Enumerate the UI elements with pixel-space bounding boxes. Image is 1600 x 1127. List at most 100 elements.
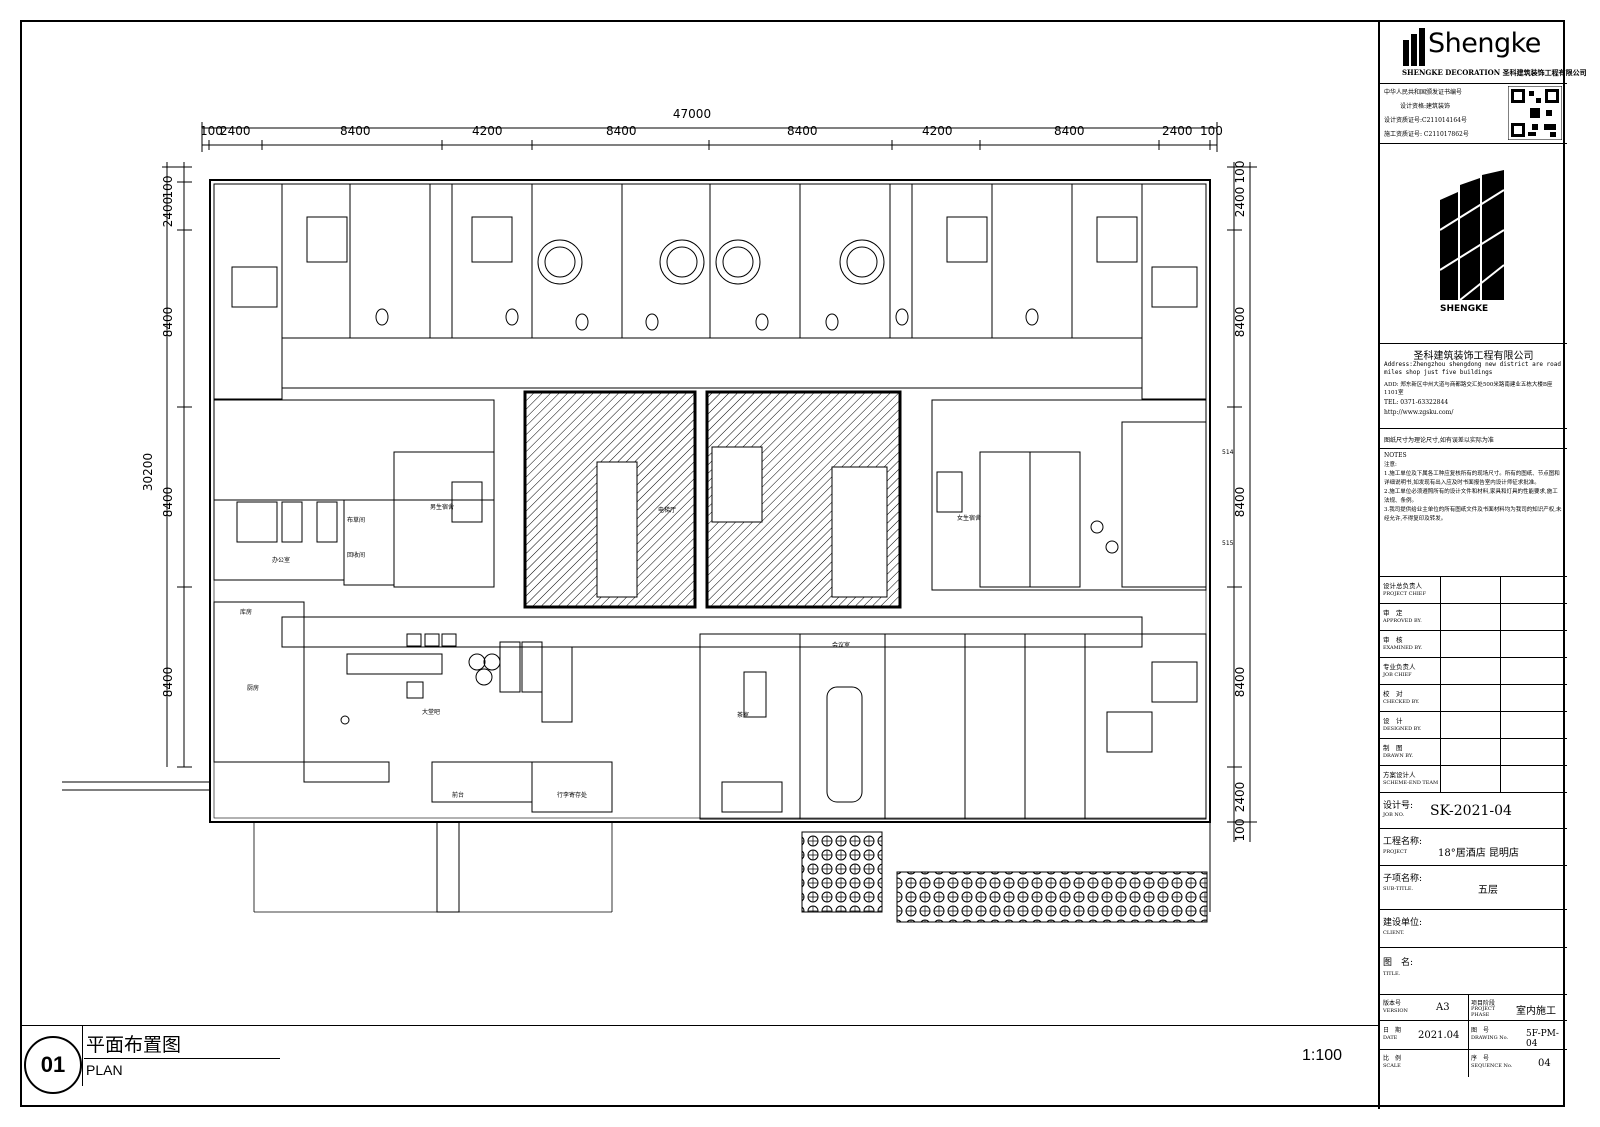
- phase-en: PROJECT PHASE: [1471, 1006, 1496, 1018]
- role-cn: 设 计: [1383, 717, 1403, 725]
- right-service-rooms: 女生宿舍: [931, 399, 1207, 591]
- subtitle-en: SUB-TITLE.: [1383, 886, 1414, 892]
- subtitle-label: 子项名称:: [1383, 874, 1423, 884]
- date-value: 2021.04: [1418, 1030, 1460, 1041]
- dim-right-3: 8400: [1233, 307, 1247, 338]
- dim-top-8: 8400: [1054, 124, 1085, 138]
- label-linen: 布草间: [347, 516, 365, 524]
- label-lobby-bar: 大堂吧: [422, 708, 440, 716]
- title-divider: [82, 1026, 83, 1086]
- dim-top-7: 4200: [922, 124, 953, 138]
- dim-left-1: 100: [161, 176, 175, 199]
- roles-col-line-1: [1440, 577, 1441, 793]
- lobby-area: 大堂吧 厨房 库房 前台 行李寄存处: [213, 601, 613, 913]
- company-info-cell: 圣科建筑装饰工程有限公司 Address:Zhengzhou shengdong…: [1380, 344, 1567, 429]
- dim-total-height: 30200: [141, 453, 155, 491]
- cert-line-1: 中华人民共和国颁发证书编号: [1384, 89, 1463, 96]
- date-cell: 日 期 DATE 2021.04 图 号 DRAWING No. 5F-PM-0…: [1380, 1021, 1567, 1050]
- phase-value: 室内施工: [1516, 1006, 1556, 1017]
- version-value: A3: [1436, 1002, 1450, 1013]
- label-tea-room: 茶室: [737, 711, 749, 719]
- disclaimer-cell: 图纸尺寸为理论尺寸,如有误差以实际为准: [1380, 429, 1567, 449]
- top-dimensions: 47000 100 2400 8400 4200 8400 8400 4200 …: [200, 107, 1223, 152]
- version-cell: 版本号 VERSION A3 项目阶段 PROJECT PHASE 室内施工: [1380, 995, 1567, 1021]
- note-1: 注意:: [1384, 462, 1397, 468]
- date-label: 日 期: [1383, 1027, 1402, 1034]
- project-label: 工程名称:: [1383, 837, 1423, 847]
- role-en: EXAMINED BY.: [1383, 645, 1423, 651]
- logo-company: SHENGKE DECORATION 圣科建筑装饰工程有限公司: [1402, 68, 1587, 78]
- label-recycle: 回收间: [347, 551, 365, 559]
- scale-en: SCALE: [1383, 1063, 1401, 1069]
- dim-top-5: 8400: [606, 124, 637, 138]
- exterior: [62, 781, 1211, 923]
- notes-title: NOTES: [1384, 452, 1407, 459]
- role-en: SCHEME-END TEAM: [1383, 780, 1439, 786]
- job-no-label: 设计号:: [1383, 801, 1414, 811]
- telephone: TEL: 0371-63322844: [1384, 399, 1449, 406]
- lower-right-rooms: 会议室 茶室: [699, 633, 1207, 820]
- role-en: DRAWN BY.: [1383, 753, 1414, 759]
- drawing-no-label: 图 号: [1471, 1027, 1490, 1034]
- dim-top-3: 8400: [340, 124, 371, 138]
- role-cn: 专业负责人: [1383, 663, 1416, 671]
- notes-body: 注意: 1.施工单位及下属各工种应复核所有的现场尺寸。所有的图纸、节点图和详细说…: [1384, 461, 1562, 524]
- dim-total-width: 47000: [673, 107, 711, 121]
- emblem-text: SHENGKE: [1440, 304, 1489, 314]
- role-cn: 方案设计人: [1383, 771, 1416, 779]
- cert-line-2: 设计资格:建筑装饰: [1400, 103, 1451, 110]
- logo-text: Shengke: [1428, 28, 1541, 59]
- logo-cell: Shengke SHENGKE DECORATION 圣科建筑装饰工程有限公司: [1380, 22, 1587, 84]
- title-underline: [84, 1058, 280, 1059]
- note-2: 1.施工单位及下属各工种应复核所有的现场尺寸。所有的图纸、节点图和详细说明书,如…: [1384, 471, 1560, 486]
- label-reception: 前台: [452, 791, 464, 799]
- dim-top-1: 100: [200, 124, 223, 138]
- dim-top-4: 4200: [472, 124, 503, 138]
- seq-label: 序 号: [1471, 1055, 1490, 1062]
- role-cn: 审 定: [1383, 609, 1403, 617]
- sheet-title-en: PLAN: [86, 1062, 123, 1078]
- notes-cell: NOTES 注意: 1.施工单位及下属各工种应复核所有的现场尺寸。所有的图纸、节…: [1380, 449, 1567, 577]
- company-name: 圣科建筑装饰工程有限公司: [1413, 351, 1534, 362]
- dim-right-1: 2400: [1233, 187, 1247, 218]
- company-emblem-icon: [1439, 170, 1505, 301]
- dim-right-7: 100: [1233, 819, 1247, 842]
- title-label: 图 名:: [1383, 958, 1414, 968]
- subtitle-value: 五层: [1478, 885, 1498, 896]
- note-514: 514: [1222, 449, 1234, 456]
- client-cell: 建设单位: CLIENT.: [1380, 910, 1567, 948]
- title-block: Shengke SHENGKE DECORATION 圣科建筑装饰工程有限公司 …: [1378, 22, 1587, 1109]
- drawing-no-en: DRAWING No.: [1471, 1035, 1509, 1041]
- label-luggage: 行李寄存处: [557, 791, 587, 799]
- role-cn: 制 图: [1383, 744, 1403, 752]
- date-divider: [1468, 1021, 1469, 1050]
- roles-col-line-2: [1500, 577, 1501, 793]
- sheet-title: 01 平面布置图 PLAN 1:100: [22, 1025, 1378, 1110]
- dim-left-5: 8400: [161, 667, 175, 698]
- client-en: CLIENT.: [1383, 930, 1405, 936]
- dim-right-4: 8400: [1233, 487, 1247, 518]
- sheet-number: 01: [24, 1036, 82, 1094]
- disclaimer: 图纸尺寸为理论尺寸,如有误差以实际为准: [1384, 437, 1494, 444]
- role-cn: 校 对: [1383, 690, 1403, 698]
- job-no: SK-2021-04: [1430, 803, 1512, 819]
- cert-line-3: 设计资质证号:C211014164号: [1384, 117, 1467, 124]
- label-dorm-male: 男生宿舍: [430, 503, 454, 511]
- dim-top-6: 8400: [787, 124, 818, 138]
- role-en: CHECKED BY.: [1383, 699, 1420, 705]
- floor-plan-svg: 47000 100 2400 8400 4200 8400 8400 4200 …: [62, 107, 1257, 923]
- website-link[interactable]: http://www.zgsku.com/: [1384, 409, 1454, 416]
- drawing-sheet: 47000 100 2400 8400 4200 8400 8400 4200 …: [20, 20, 1587, 1110]
- right-dimensions: 2400 100 8400 8400 8400 2400 100 514 515: [1222, 161, 1257, 842]
- phase-label: 项目阶段: [1471, 1000, 1496, 1007]
- title-cell: 图 名: TITLE.: [1380, 948, 1567, 995]
- dim-left-3: 8400: [161, 307, 175, 338]
- label-office: 办公室: [272, 556, 290, 564]
